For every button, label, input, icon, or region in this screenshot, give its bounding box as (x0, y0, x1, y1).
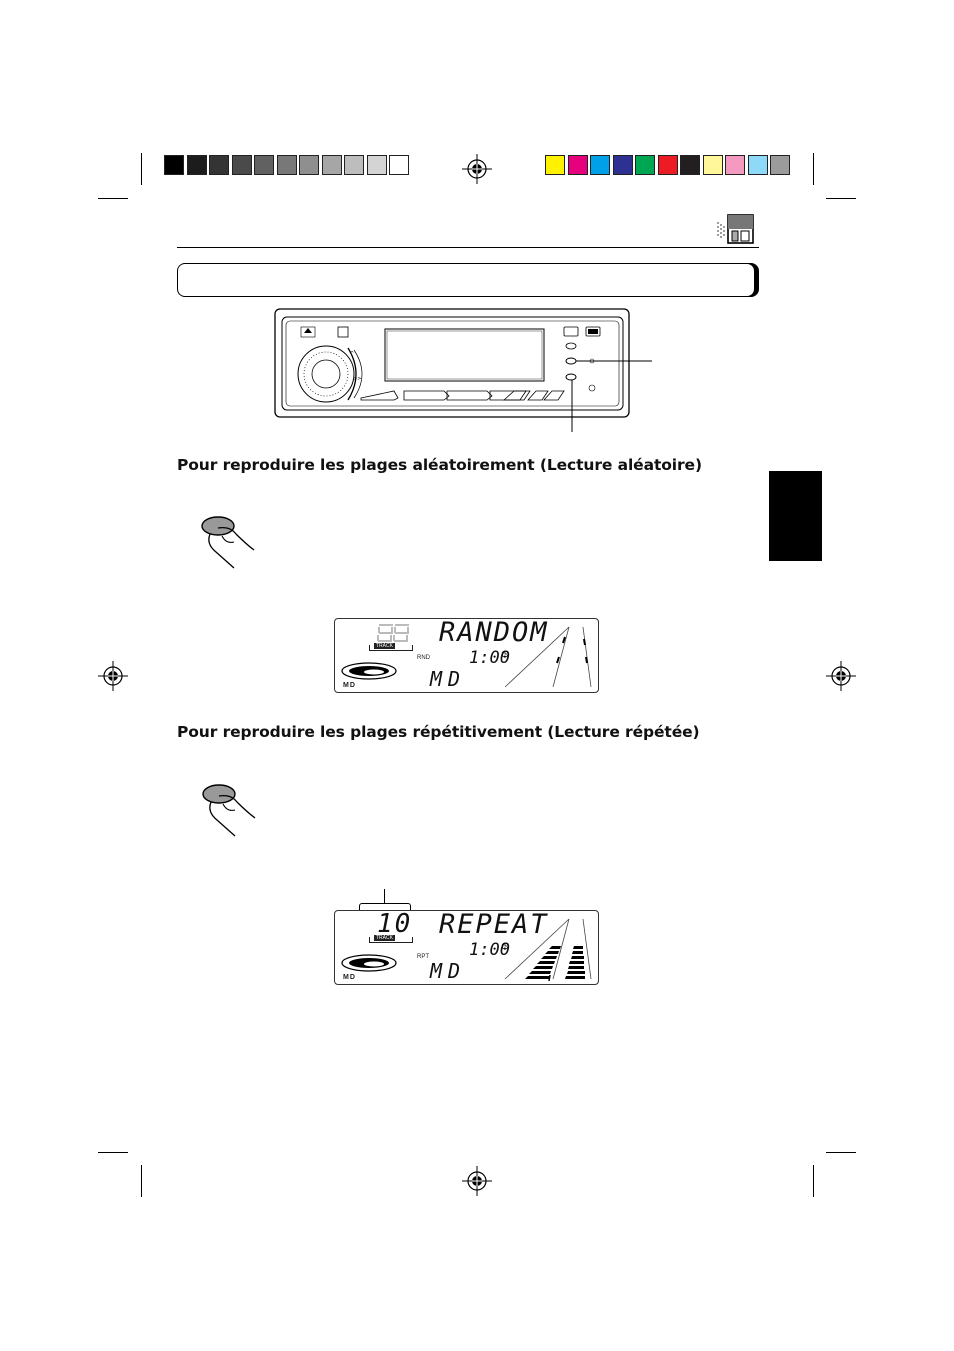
repeat-source: MD (430, 959, 467, 983)
repeat-time: 1:00 (469, 940, 510, 960)
track-callout-bracket (359, 903, 411, 910)
md-disc-icon (341, 954, 397, 972)
random-source: MD (430, 667, 467, 691)
color-swatch (702, 155, 723, 175)
clock-icon (501, 650, 509, 658)
color-swatch (635, 155, 655, 175)
track-callout-line (384, 889, 385, 903)
color-swatch (567, 155, 588, 175)
svg-text:^: ^ (350, 351, 354, 357)
color-swatch (725, 155, 745, 175)
random-display-panel: TRACK RANDOM RND 1:00 MD MD (334, 617, 599, 693)
color-swatch (612, 155, 633, 175)
color-swatch (657, 155, 678, 175)
color-swatch (276, 155, 297, 175)
md-disc-icon (341, 662, 397, 680)
track-digits-blank (377, 624, 409, 642)
repeat-track-number: 10 (377, 909, 413, 939)
random-play-heading: Pour reproduire les plages aléatoirement… (177, 456, 702, 474)
color-swatch (321, 155, 342, 175)
registration-mark-right-icon (826, 661, 856, 691)
color-swatch (747, 155, 768, 175)
md-logo: MD (343, 974, 356, 981)
registration-mark-top-icon (462, 154, 492, 184)
track-label: TRACK (374, 643, 395, 649)
trim-mark-bottom-left-h (98, 1152, 128, 1153)
color-swatch (545, 155, 565, 175)
finger-press-button-icon (202, 784, 256, 837)
color-swatch (344, 155, 364, 175)
trim-mark-top-left-v (141, 153, 142, 185)
track-label-bracket (369, 937, 413, 943)
color-swatch (366, 155, 387, 175)
md-logo: MD (343, 682, 356, 689)
registration-mark-left-icon (98, 661, 128, 691)
random-main-text: RANDOM (439, 617, 549, 648)
color-swatch (590, 155, 610, 175)
color-swatch (389, 155, 409, 175)
color-swatch (231, 155, 252, 175)
clock-icon (501, 942, 509, 950)
trim-mark-top-right-v (813, 153, 814, 185)
level-meter-graphic (505, 626, 592, 688)
random-time: 1:00 (469, 648, 510, 668)
trim-mark-bottom-left-v (141, 1165, 142, 1197)
color-swatch (164, 155, 184, 175)
trim-mark-top-left-h (98, 198, 128, 199)
color-swatch (186, 155, 207, 175)
color-swatch (254, 155, 274, 175)
language-tab (769, 471, 822, 561)
repeat-display-panel: 10 TRACK REPEAT RPT 1:00 MD MD (334, 909, 599, 985)
svg-text:>>: >> (353, 376, 361, 382)
car-stereo-panel-illustration: ^ >> (274, 308, 652, 432)
trim-mark-bottom-right-v (813, 1165, 814, 1197)
rnd-indicator: RND (417, 655, 430, 661)
header-rule (177, 247, 759, 248)
track-label-bracket (369, 645, 413, 651)
level-meter-graphic (505, 918, 592, 981)
repeat-main-text: REPEAT (439, 909, 549, 940)
track-label: TRACK (374, 935, 395, 941)
repeat-play-heading: Pour reproduire les plages répétitivemen… (177, 723, 700, 741)
color-swatch (209, 155, 229, 175)
color-swatch (770, 155, 790, 175)
color-swatch (299, 155, 319, 175)
color-swatch (680, 155, 700, 175)
finger-press-button-icon (201, 516, 255, 569)
section-title-box (177, 263, 755, 297)
trim-mark-bottom-right-h (826, 1152, 856, 1153)
rpt-indicator: RPT (417, 954, 429, 960)
registration-mark-bottom-icon (462, 1166, 492, 1196)
md-chapter-icon (717, 214, 754, 244)
trim-mark-top-right-h (826, 198, 856, 199)
